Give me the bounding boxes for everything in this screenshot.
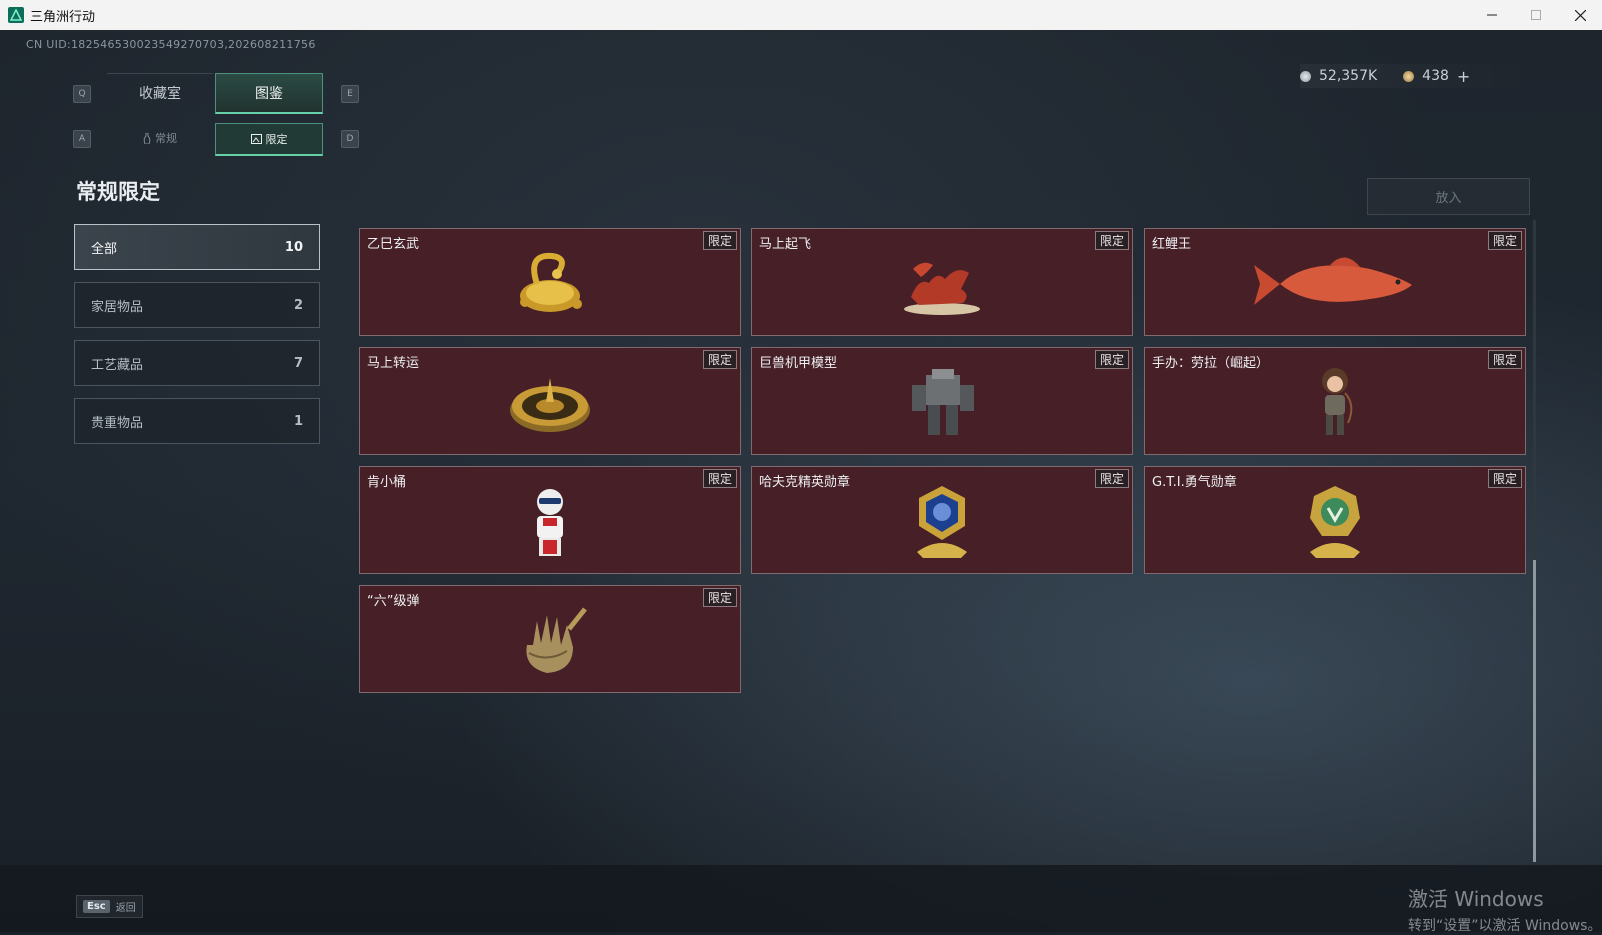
- tab-codex[interactable]: 图鉴: [215, 73, 323, 114]
- game-main-view: CN UID:182546530023549270703,20260821175…: [0, 30, 1602, 935]
- category-count: 1: [293, 413, 303, 429]
- app-logo-icon: [8, 7, 24, 23]
- item-grid-scrollbar[interactable]: [1533, 220, 1536, 862]
- item-card[interactable]: 马上起飞 限定: [751, 228, 1133, 336]
- item-name: 马上起飞: [759, 237, 812, 252]
- limited-badge: 限定: [1094, 469, 1129, 488]
- category-label: 全部: [91, 241, 118, 257]
- back-button[interactable]: Esc 返回: [76, 895, 143, 918]
- player-uid: CN UID:182546530023549270703,20260821175…: [26, 38, 316, 51]
- bottom-bar: [0, 865, 1602, 932]
- item-card[interactable]: 马上转运 限定: [359, 347, 741, 455]
- golden-snake-turtle-icon: [520, 253, 582, 313]
- silver-coin-icon: [1300, 70, 1311, 82]
- limited-badge: 限定: [1487, 469, 1522, 488]
- watermark-line2: 转到“设置”以激活 Windows。: [1408, 918, 1602, 934]
- item-name: 巨兽机甲模型: [759, 356, 838, 371]
- red-carp-icon: [1254, 257, 1412, 306]
- kfc-figure-icon: [537, 489, 563, 557]
- subtab-regular[interactable]: 常规: [107, 123, 213, 153]
- category-craft[interactable]: 工艺藏品 7: [74, 340, 320, 386]
- item-name: 马上转运: [367, 356, 420, 371]
- limited-badge: 限定: [1487, 231, 1522, 250]
- limited-badge: 限定: [1094, 231, 1129, 250]
- item-card[interactable]: “六”级弹 限定: [359, 585, 741, 693]
- picture-frame-icon: [250, 134, 262, 144]
- subtab-regular-label: 常规: [155, 132, 177, 145]
- item-name: G.T.I.勇气勋章: [1152, 475, 1237, 490]
- esc-key-hint: Esc: [83, 900, 110, 913]
- currency-panel: 52,357K 438 +: [1300, 64, 1535, 88]
- add-currency-button[interactable]: +: [1456, 66, 1471, 86]
- silver-amount: 52,357K: [1319, 68, 1378, 84]
- limited-badge: 限定: [702, 231, 737, 250]
- gold-amount: 438: [1422, 68, 1449, 84]
- category-label: 工艺藏品: [91, 357, 144, 373]
- item-card[interactable]: 乙巳玄武 限定: [359, 228, 741, 336]
- gold-coin-icon: [1403, 70, 1415, 82]
- tab-collection-room[interactable]: 收藏室: [107, 73, 213, 112]
- windows-activation-watermark: 激活 Windows 转到“设置”以激活 Windows。: [1408, 883, 1601, 935]
- subtab-limited-label: 限定: [265, 133, 288, 146]
- item-name: 乙巳玄武: [367, 237, 420, 252]
- item-card[interactable]: 哈夫克精英勋章 限定: [751, 466, 1133, 574]
- watermark-line1: 激活 Windows: [1408, 887, 1544, 911]
- close-button[interactable]: [1558, 0, 1602, 30]
- item-card[interactable]: 手办：劳拉（崛起） 限定: [1144, 347, 1526, 455]
- category-count: 10: [284, 239, 303, 255]
- limited-badge: 限定: [1487, 350, 1522, 369]
- item-card[interactable]: G.T.I.勇气勋章 限定: [1144, 466, 1526, 574]
- window-title: 三角洲行动: [30, 9, 96, 25]
- golden-dial-icon: [510, 378, 590, 433]
- key-hint-a: A: [73, 130, 91, 148]
- put-in-button[interactable]: 放入: [1367, 178, 1530, 215]
- bullet-hand-icon: [526, 607, 587, 674]
- item-name: 肯小桶: [367, 475, 407, 490]
- courage-medal-icon: [1310, 486, 1360, 559]
- lara-figure-icon: [1322, 368, 1353, 436]
- back-label: 返回: [115, 903, 136, 914]
- item-name: “六”级弹: [367, 594, 420, 609]
- key-hint-q: Q: [73, 85, 91, 103]
- scrollbar-thumb[interactable]: [1533, 560, 1536, 862]
- category-count: 2: [293, 297, 303, 313]
- limited-badge: 限定: [702, 588, 737, 607]
- close-icon: [1574, 9, 1586, 21]
- item-name: 哈夫克精英勋章: [759, 475, 851, 490]
- limited-badge: 限定: [702, 469, 737, 488]
- minimize-icon: [1487, 14, 1497, 16]
- key-hint-e: E: [341, 85, 359, 103]
- item-name: 手办：劳拉（崛起）: [1152, 356, 1270, 371]
- item-name: 红鲤王: [1152, 237, 1192, 252]
- limited-badge: 限定: [702, 350, 737, 369]
- maximize-icon: [1531, 10, 1541, 20]
- subtab-limited[interactable]: 限定: [215, 123, 323, 156]
- item-card[interactable]: 肯小桶 限定: [359, 466, 741, 574]
- elite-medal-icon: [917, 486, 967, 559]
- vase-icon: [143, 132, 151, 144]
- minimize-button[interactable]: [1470, 0, 1514, 30]
- category-valuables[interactable]: 贵重物品 1: [74, 398, 320, 444]
- category-home[interactable]: 家居物品 2: [74, 282, 320, 328]
- mech-model-icon: [912, 369, 974, 436]
- section-title: 常规限定: [76, 180, 160, 204]
- category-label: 贵重物品: [91, 415, 144, 431]
- window-titlebar: 三角洲行动: [0, 0, 1602, 31]
- item-card[interactable]: 红鲤王 限定: [1144, 228, 1526, 336]
- red-horse-statue-icon: [904, 262, 980, 316]
- category-count: 7: [293, 355, 303, 371]
- limited-badge: 限定: [1094, 350, 1129, 369]
- category-label: 家居物品: [91, 299, 144, 315]
- item-card[interactable]: 巨兽机甲模型 限定: [751, 347, 1133, 455]
- maximize-button[interactable]: [1514, 0, 1558, 30]
- key-hint-d: D: [341, 130, 359, 148]
- category-all[interactable]: 全部 10: [74, 224, 320, 270]
